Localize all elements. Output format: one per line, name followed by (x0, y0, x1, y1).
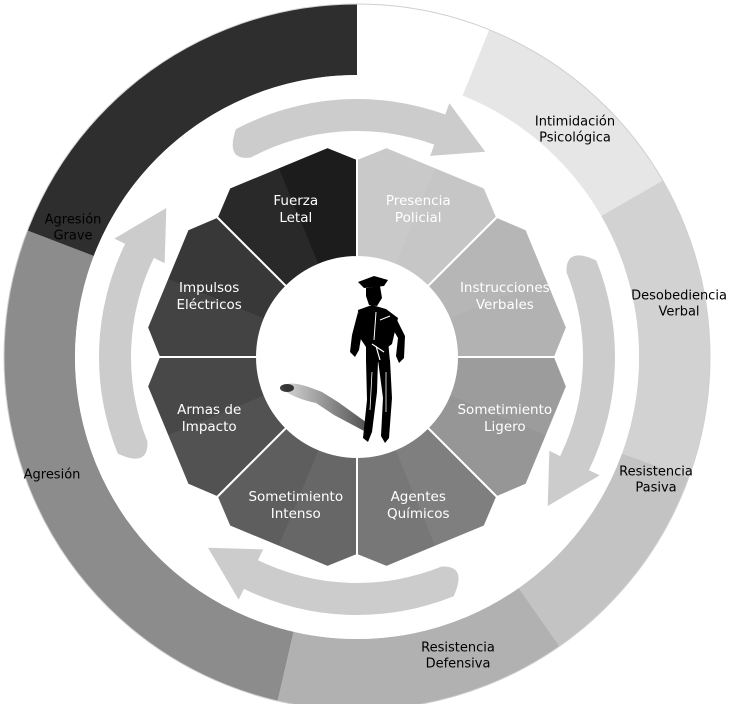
label-line: Armas de (177, 402, 241, 418)
label-line: Impulsos (179, 280, 239, 296)
wedge-shade (147, 275, 265, 357)
ring-highlight (357, 4, 490, 96)
wedge-shade (161, 395, 287, 498)
label-line: Letal (279, 210, 312, 226)
label-line: Defensiva (426, 657, 491, 672)
curved-arrow-icon (208, 547, 459, 615)
label-line: Resistencia (619, 465, 693, 480)
label-line: Fuerza (273, 193, 318, 209)
ring-segment-agresion-grave (27, 4, 358, 256)
label-line: Agresión (45, 213, 102, 228)
wedge-shade (449, 357, 567, 439)
wedge-shade (395, 427, 498, 553)
curved-arrow-icon (98, 208, 167, 459)
label-line: Verbales (476, 297, 534, 313)
curved-arrow-icon (232, 98, 486, 158)
ring-segment-resistencia-defensiva (277, 588, 560, 708)
wedge-shade (275, 449, 357, 567)
wedge-shade (216, 161, 319, 287)
label-line: Agresión (24, 468, 81, 483)
label-line: Ligero (484, 419, 526, 435)
label-line: Sometimiento (248, 489, 343, 505)
label-line: Intenso (271, 506, 321, 522)
label-line: Eléctricos (177, 297, 242, 313)
ring-segment-desobediencia-verbal (601, 180, 710, 478)
police-officer-silhouette-icon (280, 276, 405, 443)
label-line: Impacto (182, 419, 237, 435)
ring-outline (3, 3, 711, 708)
label-line: Agentes (391, 489, 446, 505)
label-line: Intimidación (535, 115, 615, 130)
wedge-shade (427, 216, 553, 319)
label-line: Instrucciones (460, 280, 550, 296)
outer_ring-segments-4-label: Agresión (24, 468, 81, 483)
label-line: Químicos (387, 506, 450, 522)
label-line: Desobediencia (631, 289, 727, 304)
curved-arrow-icon (547, 255, 616, 506)
label-line: Grave (53, 229, 92, 244)
ring-segment-resistencia-pasiva (518, 453, 689, 647)
label-line: Sometimiento (457, 402, 552, 418)
cycle-arrows (98, 98, 616, 615)
center-circle (257, 257, 457, 457)
label-line: Resistencia (421, 641, 495, 656)
label-line: Presencia (386, 193, 451, 209)
label-line: Psicológica (539, 131, 611, 146)
ring-segment-agresion (4, 230, 294, 701)
label-line: Policial (395, 210, 442, 226)
wedge-shade (357, 147, 439, 265)
label-line: Verbal (658, 305, 699, 320)
label-line: Pasiva (635, 481, 676, 496)
